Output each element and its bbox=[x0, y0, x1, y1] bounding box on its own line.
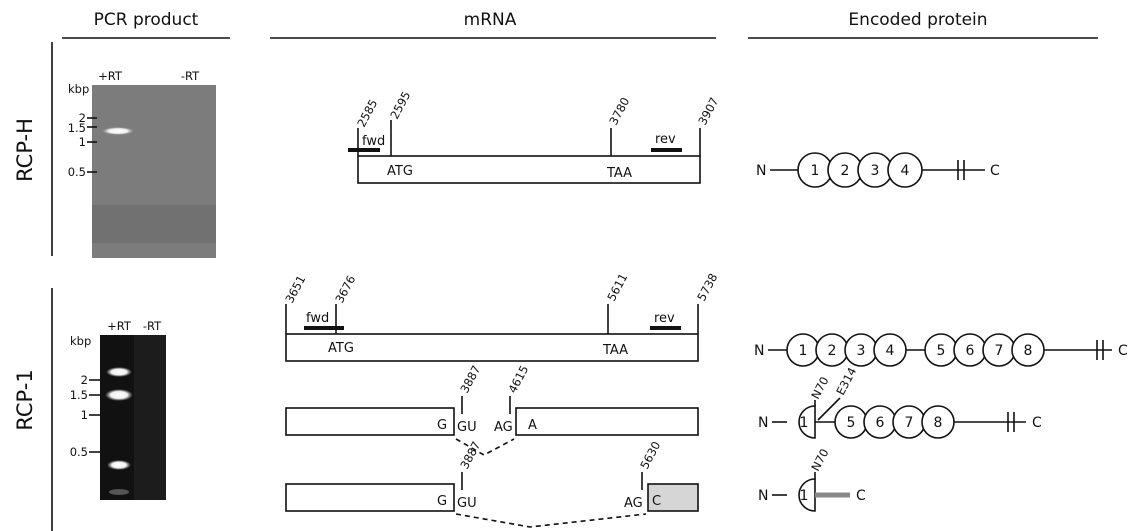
protein-a-domain-1-label: 1 bbox=[800, 415, 809, 431]
protein-a-site-e314: E314 bbox=[833, 365, 859, 397]
protein-a-domain-7-label: 7 bbox=[905, 415, 914, 431]
gel-rcp1: +RT -RT kbp 2 1.5 1 0.5 bbox=[70, 319, 166, 500]
splice-b-acceptor: AG bbox=[624, 496, 643, 511]
protein-rcph-domain-1-label: 1 bbox=[811, 163, 820, 179]
splice-a-exon-start: A bbox=[528, 418, 537, 433]
gel-rcph-ladder-1: 1 bbox=[79, 135, 86, 149]
mrna-rcph-pos-3780: 3780 bbox=[606, 95, 632, 127]
protein-a-c-terminus: C bbox=[1032, 415, 1042, 431]
protein-rcp1-domain-5-label: 5 bbox=[937, 343, 946, 359]
protein-b-n-terminus: N bbox=[758, 488, 768, 504]
mrna-rcph-rev-label: rev bbox=[655, 132, 676, 147]
protein-rcp1: N 1 2 3 4 5 6 7 8 C bbox=[754, 334, 1128, 366]
mrna-rcp1-pos-3651: 3651 bbox=[282, 273, 308, 305]
gel-rcph-lane-plus-rt: +RT bbox=[98, 69, 123, 83]
mrna-rcph-fwd-label: fwd bbox=[362, 134, 385, 149]
protein-a-domain-8-label: 8 bbox=[934, 415, 943, 431]
gel-rcph-ladder-0-5: 0.5 bbox=[68, 165, 86, 179]
mrna-rcp1: 3651 3676 5611 5738 fwd rev ATG TAA bbox=[282, 271, 720, 361]
protein-rcp1-domain-3-label: 3 bbox=[857, 343, 866, 359]
splice-a-exon-left bbox=[286, 408, 454, 435]
gel-rcph-ladder-1-5: 1.5 bbox=[68, 121, 86, 135]
mrna-rcph: 2585 2595 3780 3907 fwd rev ATG TAA bbox=[348, 89, 721, 183]
header-encoded-protein: Encoded protein bbox=[848, 10, 987, 30]
protein-a-domain-6-label: 6 bbox=[876, 415, 885, 431]
gel-rcp1-band-primer bbox=[109, 489, 129, 495]
splice-a-donor: GU bbox=[457, 420, 477, 435]
mrna-rcp1-pos-3676: 3676 bbox=[332, 273, 358, 305]
splice-a-exon-right bbox=[516, 408, 698, 435]
splice-b-pos-left: 3887 bbox=[457, 439, 483, 471]
protein-a-domain-5-label: 5 bbox=[847, 415, 856, 431]
gel-rcp1-ladder-1: 1 bbox=[81, 408, 88, 422]
splice-b-donor: GU bbox=[457, 496, 477, 511]
protein-rcp1-c-terminus: C bbox=[1118, 343, 1128, 359]
protein-b-c-terminus: C bbox=[856, 488, 866, 504]
mrna-rcph-pos-2585: 2585 bbox=[354, 97, 380, 129]
mrna-rcph-stop-codon: TAA bbox=[606, 166, 632, 181]
splice-b-exon-left bbox=[286, 484, 454, 511]
gel-rcp1-minus-lane bbox=[134, 335, 166, 500]
gel-rcp1-lane-plus-rt: +RT bbox=[107, 319, 132, 333]
protein-rcph-domain-4-label: 4 bbox=[901, 163, 910, 179]
protein-a-n-terminus: N bbox=[758, 415, 768, 431]
gel-rcp1-lane-minus-rt: -RT bbox=[143, 319, 162, 333]
mrna-rcp1-pos-5611: 5611 bbox=[604, 271, 630, 303]
header-mrna: mRNA bbox=[464, 10, 517, 30]
protein-a-site-n70: N70 bbox=[808, 374, 831, 401]
splice-a-pos-right: 4615 bbox=[505, 363, 531, 395]
gel-rcph-band bbox=[102, 127, 134, 135]
gel-rcp1-band-0-5 bbox=[107, 460, 131, 470]
splice-a-pos-left: 3887 bbox=[457, 363, 483, 395]
protein-rcph: N 1 2 3 4 C bbox=[756, 153, 1000, 187]
protein-rcph-c-terminus: C bbox=[990, 163, 1000, 179]
protein-rcp1-domain-4-label: 4 bbox=[886, 343, 895, 359]
splice-a-acceptor: AG bbox=[494, 420, 513, 435]
splice-variant-b: 3887 5630 G GU AG C bbox=[286, 439, 698, 527]
protein-rcp1-domain-2-label: 2 bbox=[828, 343, 837, 359]
protein-rcph-domain-2-label: 2 bbox=[841, 163, 850, 179]
protein-rcph-domain-3-label: 3 bbox=[871, 163, 880, 179]
gel-rcp1-ladder-2: 2 bbox=[81, 373, 88, 387]
mrna-rcph-start-codon: ATG bbox=[387, 164, 413, 179]
splice-b-pos-right: 5630 bbox=[637, 439, 663, 471]
gel-rcph: +RT -RT kbp 2 1.5 1 0.5 bbox=[68, 69, 216, 258]
protein-b-domain-1-label: 1 bbox=[800, 488, 809, 504]
header-pcr-product: PCR product bbox=[94, 10, 199, 30]
protein-rcp1-domain-6-label: 6 bbox=[966, 343, 975, 359]
gel-rcp1-unit: kbp bbox=[70, 334, 91, 348]
gel-rcph-primer-smear bbox=[92, 205, 216, 243]
protein-rcp1-domain-1-label: 1 bbox=[799, 343, 808, 359]
row-label-rcph: RCP-H bbox=[13, 118, 37, 182]
mrna-rcp1-stop-codon: TAA bbox=[602, 343, 628, 358]
mrna-rcp1-fwd-label: fwd bbox=[306, 311, 329, 326]
gel-rcph-unit: kbp bbox=[68, 82, 89, 96]
protein-rcp1-domain-7-label: 7 bbox=[995, 343, 1004, 359]
mrna-rcp1-start-codon: ATG bbox=[328, 341, 354, 356]
splice-b-intron bbox=[456, 514, 646, 527]
protein-variant-b: N 1 N70 C bbox=[758, 446, 866, 511]
protein-rcp1-domain-8-label: 8 bbox=[1024, 343, 1033, 359]
splice-b-exon-end: G bbox=[437, 494, 447, 509]
row-label-rcp1: RCP-1 bbox=[13, 369, 37, 430]
mrna-rcp1-rev-label: rev bbox=[654, 311, 675, 326]
mrna-rcp1-pos-5738: 5738 bbox=[694, 271, 720, 303]
mrna-rcph-pos-3907: 3907 bbox=[695, 95, 721, 127]
protein-variant-a: N 1 N70 E314 5 6 7 8 C bbox=[758, 365, 1042, 438]
gel-rcp1-band-1-5 bbox=[105, 389, 133, 401]
mrna-rcph-pos-2595: 2595 bbox=[387, 89, 413, 121]
gel-rcp1-band-2 bbox=[106, 367, 132, 377]
splice-a-exon-end: G bbox=[437, 418, 447, 433]
protein-b-site-n70: N70 bbox=[808, 446, 831, 473]
protein-rcp1-n-terminus: N bbox=[754, 343, 764, 359]
splice-b-exon-start: C bbox=[652, 494, 661, 509]
splice-variant-a: 3887 4615 G GU AG A bbox=[286, 363, 698, 455]
gel-rcp1-ladder-1-5: 1.5 bbox=[70, 388, 88, 402]
protein-rcph-n-terminus: N bbox=[756, 163, 766, 179]
gel-rcph-lane-minus-rt: -RT bbox=[181, 69, 200, 83]
gel-rcp1-ladder-0-5: 0.5 bbox=[70, 445, 88, 459]
